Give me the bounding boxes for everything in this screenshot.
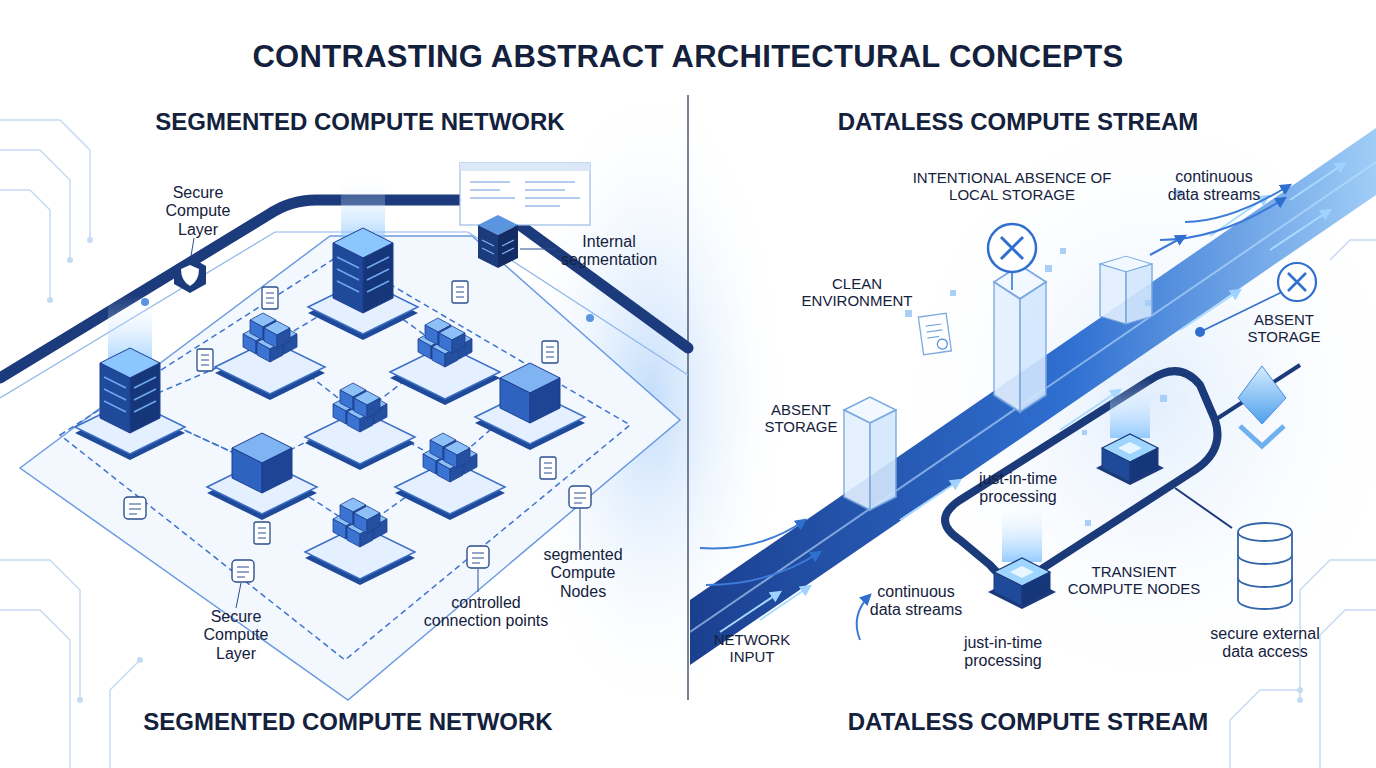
callout-label: Secure Compute Layer xyxy=(158,184,238,239)
callout-label: Secure Compute Layer xyxy=(196,608,276,663)
callout-label: secure external data access xyxy=(1198,625,1333,662)
callout-label: just-in-time processing xyxy=(948,634,1058,671)
callout-label: TRANSIENT COMPUTE NODES xyxy=(1067,563,1202,598)
callout-label: CLEAN ENVIRONMENT xyxy=(792,275,922,310)
callout-label: ABSENT STORAGE xyxy=(1239,311,1329,346)
panel-footer: DATALESS COMPUTE STREAM xyxy=(778,708,1278,736)
callout-label: continuous data streams xyxy=(861,583,971,620)
callout-label: NETWORK INPUT xyxy=(705,631,800,666)
panel-heading: SEGMENTED COMPUTE NETWORK xyxy=(110,108,610,136)
callout-label: Internal segmentation xyxy=(554,233,664,270)
callout-label: ABSENT STORAGE xyxy=(756,401,846,436)
callout-label: segmented Compute Nodes xyxy=(526,546,641,601)
callout-label: controlled connection points xyxy=(416,594,556,631)
panel-heading: DATALESS COMPUTE STREAM xyxy=(768,108,1268,136)
diagram-title: CONTRASTING ABSTRACT ARCHITECTURAL CONCE… xyxy=(252,39,1123,75)
panel-footer: SEGMENTED COMPUTE NETWORK xyxy=(98,708,598,736)
callout-label: just-in-time processing xyxy=(963,470,1073,507)
callout-label: INTENTIONAL ABSENCE OF LOCAL STORAGE xyxy=(912,169,1112,204)
callout-label: continuous data streams xyxy=(1159,168,1269,205)
